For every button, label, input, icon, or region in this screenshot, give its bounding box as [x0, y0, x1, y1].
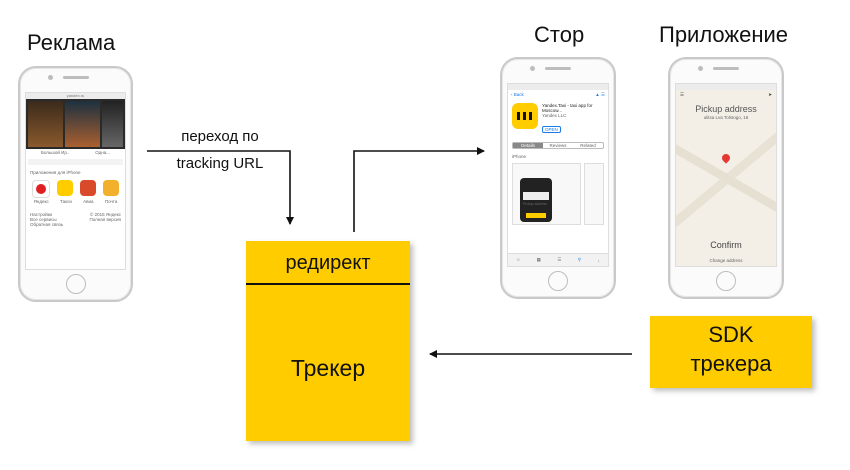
footer-copyright: © 2015 Яндекс: [90, 212, 121, 217]
footer-link[interactable]: Полная версия: [89, 217, 122, 222]
home-button[interactable]: [548, 271, 568, 291]
app-name: Такси: [60, 199, 72, 204]
store-developer: Yandex LLC: [542, 113, 567, 118]
change-address-link[interactable]: Change address: [709, 258, 743, 263]
list-icon[interactable]: ☰: [557, 257, 562, 262]
poster-caption: Одна...: [95, 150, 111, 155]
menu-icon[interactable]: ☰: [680, 92, 685, 97]
tracker-label: Трекер: [290, 355, 366, 381]
share-icon[interactable]: ▲ ☰: [595, 92, 605, 97]
footer-link[interactable]: Обратная связь: [30, 222, 64, 227]
preview-text: Pickup address: [523, 202, 547, 206]
app-icon-avia[interactable]: [80, 180, 97, 196]
sdk-box: SDK трекера: [650, 316, 812, 388]
app-icon-taxi[interactable]: [56, 180, 73, 196]
app-name: Яндекс: [33, 199, 49, 204]
tab-related[interactable]: Related: [580, 143, 596, 148]
app-name: Авиа: [83, 199, 94, 204]
search-icon[interactable]: ⚲: [577, 257, 582, 262]
transition-line1: переход по: [181, 128, 259, 145]
store-title: Стор: [534, 22, 585, 47]
footer-link[interactable]: Настройки: [30, 212, 53, 217]
app-screen: ☰ ➤ Pickup address ulitsa Lva Tolstogo, …: [675, 83, 777, 267]
location-icon[interactable]: ➤: [768, 92, 772, 97]
redirect-label: редирект: [285, 252, 371, 274]
app-icon-yandex[interactable]: [31, 180, 50, 198]
home-button[interactable]: [716, 271, 736, 291]
confirm-button[interactable]: Confirm: [710, 240, 742, 250]
get-button[interactable]: OPEN: [542, 126, 561, 133]
store-app-name: Yandex.Taxi - taxi app for Moscow...: [542, 103, 593, 113]
grid-icon[interactable]: ▦: [536, 257, 541, 262]
ad-title: Реклама: [27, 30, 116, 55]
sdk-line2: трекера: [690, 351, 772, 376]
app-name: Почта: [104, 199, 118, 204]
store-section: iPhone: [512, 154, 527, 159]
redirect-divider: [246, 283, 410, 285]
transition-label: переход по tracking URL: [150, 128, 290, 172]
arrow-ad-to-tracker: [147, 150, 294, 225]
pickup-address: ulitsa Lva Tolstogo, 16: [703, 115, 749, 120]
ad-screen: yandex.ru Большой Ир.. Одна... Приложени…: [25, 92, 126, 270]
tracker-box: редирект Трекер: [246, 241, 410, 441]
star-icon[interactable]: ☆: [516, 257, 521, 262]
pickup-title: Pickup address: [695, 104, 757, 114]
store-phone: ‹ Back ▲ ☰ Yandex.Taxi - taxi app for Mo…: [500, 57, 616, 299]
back-link[interactable]: ‹ Back: [511, 92, 524, 97]
download-icon[interactable]: ↓: [597, 257, 600, 263]
transition-line2: tracking URL: [176, 155, 264, 172]
map-area[interactable]: [676, 124, 776, 232]
apps-header: Приложения для iPhone: [30, 170, 81, 175]
ad-phone: yandex.ru Большой Ир.. Одна... Приложени…: [18, 66, 133, 302]
app-icon-mail[interactable]: [103, 180, 120, 196]
sdk-line1: SDK: [708, 322, 754, 347]
taxi-app-icon: [512, 103, 538, 129]
app-title: Приложение: [659, 22, 789, 47]
store-screen: ‹ Back ▲ ☰ Yandex.Taxi - taxi app for Mo…: [507, 83, 609, 267]
footer-link[interactable]: Все сервисы: [30, 217, 57, 222]
tab-reviews[interactable]: Reviews: [549, 143, 567, 148]
home-button[interactable]: [65, 274, 86, 294]
tab-details[interactable]: Details: [513, 143, 543, 148]
arrow-tracker-to-store: [353, 147, 485, 232]
poster-caption: Большой Ир..: [40, 150, 70, 155]
app-phone: ☰ ➤ Pickup address ulitsa Lva Tolstogo, …: [668, 57, 784, 299]
